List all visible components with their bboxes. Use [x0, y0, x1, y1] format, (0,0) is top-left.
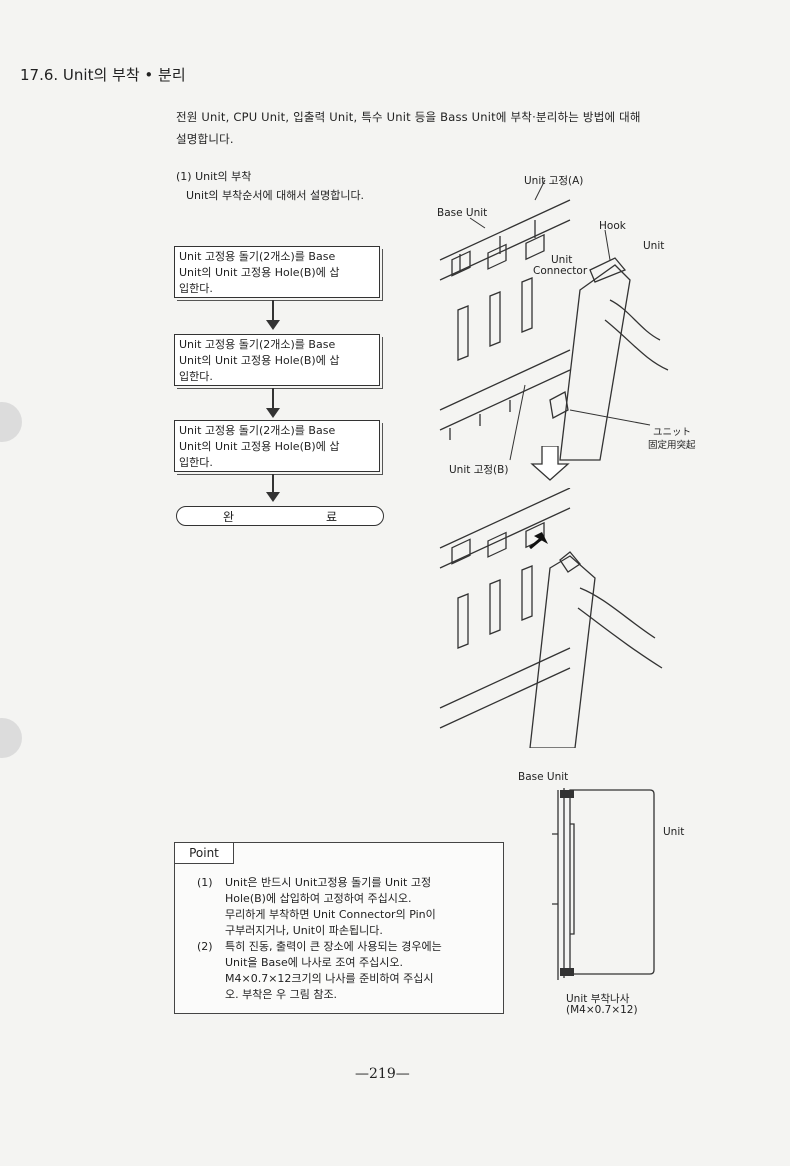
point-item-1-line-2: Hole(B)에 삽입하여 고정하여 주십시오. — [225, 892, 412, 905]
label-unit-fix-a: Unit 고정(A) — [524, 175, 584, 187]
intro-text: 전원 Unit, CPU Unit, 입출력 Unit, 특수 Unit 등을 … — [176, 106, 736, 150]
flow-arrow-2 — [272, 388, 274, 410]
flow-arrowhead-2 — [266, 408, 280, 418]
page-number: —219— — [355, 1066, 410, 1082]
attach-figure-bottom — [439, 488, 663, 748]
point-item-2-line-4: 오. 부착은 우 그림 참조. — [225, 988, 338, 1001]
section-title: 17.6. Unit의 부착 • 분리 — [20, 66, 186, 84]
point-item-1-text: Unit은 반드시 Unit고정용 돌기를 Unit 고정 Hole(B)에 삽… — [225, 875, 436, 939]
attach-figure-top — [439, 179, 669, 461]
point-item-1-num: (1) — [197, 876, 213, 889]
point-item-2-line-3: M4×0.7×12크기의 나사를 준비하여 주십시 — [225, 972, 434, 985]
flow-step-1-line-1: Unit 고정용 돌기(2개소)를 Base — [179, 250, 336, 263]
point-item-2-line-1: 특히 진동, 출력이 큰 장소에 사용되는 경우에는 — [225, 940, 442, 953]
label-screw-1: Unit 부착나사 — [566, 993, 630, 1005]
point-box: Point (1) Unit은 반드시 Unit고정용 돌기를 Unit 고정 … — [174, 842, 504, 1014]
label-jp-2: 固定用突起 — [648, 440, 696, 451]
intro-line-1: 전원 Unit, CPU Unit, 입출력 Unit, 특수 Unit 등을 … — [176, 110, 641, 124]
point-label: Point — [175, 843, 234, 864]
complete-char-1: 완 — [222, 509, 235, 524]
flow-step-3-line-1: Unit 고정용 돌기(2개소)를 Base — [179, 424, 336, 437]
label-base-unit-2: Base Unit — [518, 771, 569, 783]
flow-arrowhead-3 — [266, 492, 280, 502]
point-item-1-line-3: 무리하게 부착하면 Unit Connector의 Pin이 — [225, 908, 436, 921]
flow-step-1: Unit 고정용 돌기(2개소)를 Base Unit의 Unit 고정용 Ho… — [174, 246, 383, 301]
side-view-figure — [552, 788, 655, 980]
label-base-unit: Base Unit — [437, 207, 488, 219]
flow-arrow-1 — [272, 300, 274, 322]
flow-step-2-line-3: 입한다. — [179, 370, 213, 383]
flow-step-3: Unit 고정용 돌기(2개소)를 Base Unit의 Unit 고정용 Ho… — [174, 420, 383, 475]
point-item-2-line-2: Unit을 Base에 나사로 조여 주십시오. — [225, 956, 403, 969]
binder-hole-top — [0, 402, 22, 442]
flow-arrowhead-1 — [266, 320, 280, 330]
point-item-2-num: (2) — [197, 940, 213, 953]
flow-step-2-line-2: Unit의 Unit 고정용 Hole(B)에 삽 — [179, 354, 340, 367]
label-jp-1: ユニット — [653, 427, 692, 438]
intro-line-2: 설명합니다. — [176, 132, 234, 146]
flow-step-1-line-3: 입한다. — [179, 282, 213, 295]
binder-hole-bottom — [0, 718, 22, 758]
label-unit-fix-b: Unit 고정(B) — [449, 464, 509, 476]
flow-step-3-line-2: Unit의 Unit 고정용 Hole(B)에 삽 — [179, 440, 340, 453]
flow-arrow-3 — [272, 474, 274, 494]
point-item-1-line-4: 구부러지거나, Unit이 파손됩니다. — [225, 924, 383, 937]
point-item-2-text: 특히 진동, 출력이 큰 장소에 사용되는 경우에는 Unit을 Base에 나… — [225, 939, 442, 1003]
complete-char-2: 료 — [325, 509, 338, 524]
label-unit-2: Unit — [663, 826, 685, 838]
flow-complete-terminal: 완 료 — [176, 506, 384, 526]
flow-step-3-line-3: 입한다. — [179, 456, 213, 469]
point-item-1-line-1: Unit은 반드시 Unit고정용 돌기를 Unit 고정 — [225, 876, 432, 889]
subsection-description: Unit의 부착순서에 대해서 설명합니다. — [186, 189, 365, 202]
flow-step-2: Unit 고정용 돌기(2개소)를 Base Unit의 Unit 고정용 Ho… — [174, 334, 383, 389]
label-unit-connector-1: Unit — [551, 254, 573, 266]
flow-step-1-line-2: Unit의 Unit 고정용 Hole(B)에 삽 — [179, 266, 340, 279]
label-unit-connector-2: Connector — [533, 265, 588, 277]
flow-step-2-line-1: Unit 고정용 돌기(2개소)를 Base — [179, 338, 336, 351]
figure-down-arrow — [530, 446, 570, 481]
subsection-heading: (1) Unit의 부착 — [176, 170, 252, 183]
label-unit: Unit — [643, 240, 665, 252]
label-screw-2: (M4×0.7×12) — [566, 1004, 638, 1016]
label-hook: Hook — [599, 220, 626, 232]
